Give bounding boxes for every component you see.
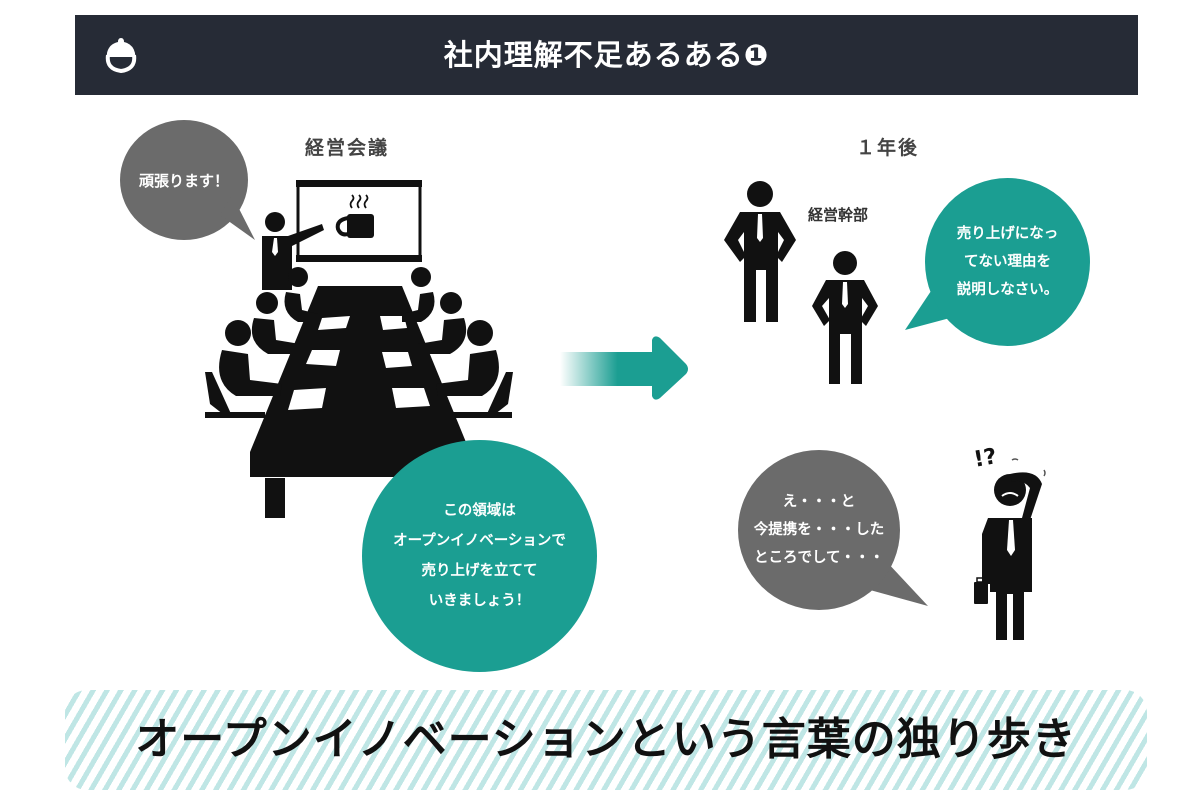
bubble-line: てない理由を — [964, 254, 1051, 270]
banner-text: オープンイノベーションという言葉の独り歩き — [135, 714, 1077, 765]
seated-person-icon — [402, 267, 513, 418]
bubble-line: ところでして・・・ — [753, 550, 885, 566]
briefcase-icon — [974, 577, 988, 604]
meeting-label: 経営会議 — [305, 137, 390, 159]
bubble-line: 今提携を・・・した — [753, 522, 885, 538]
bubble-line: 売り上げを立てて — [421, 563, 538, 579]
executives-label: 経営幹部 — [808, 206, 869, 224]
bubble-line: オープンイノベーションで — [393, 533, 566, 549]
executive-speech-bubble: 売り上げになっ てない理由を 説明しなさい。 — [925, 178, 1090, 346]
summary-banner: オープンイノベーションという言葉の独り歩き — [65, 690, 1147, 790]
one-year-later-label: １年後 — [856, 137, 920, 159]
proposal-speech-bubble: この領域は オープンイノベーションで 売り上げを立てて いきましょう！ — [362, 440, 597, 672]
bubble-line: 頑張ります！ — [138, 171, 229, 190]
coffee-cup-icon — [335, 194, 374, 238]
bubble-line: 売り上げになっ — [956, 226, 1059, 242]
bubble-line: 説明しなさい。 — [956, 282, 1059, 298]
seated-person-icon — [205, 267, 318, 418]
acorn-logo-icon — [105, 38, 137, 74]
page-title: 社内理解不足あるある❶ — [443, 38, 770, 72]
header-bar: 社内理解不足あるある❶ — [75, 15, 1138, 95]
bubble-line: え・・・と — [782, 494, 856, 510]
bubble-line: いきましょう！ — [428, 593, 531, 609]
bubble-line: この領域は — [443, 503, 516, 519]
employee-speech-bubble: え・・・と 今提携を・・・した ところでして・・・ — [738, 450, 900, 610]
